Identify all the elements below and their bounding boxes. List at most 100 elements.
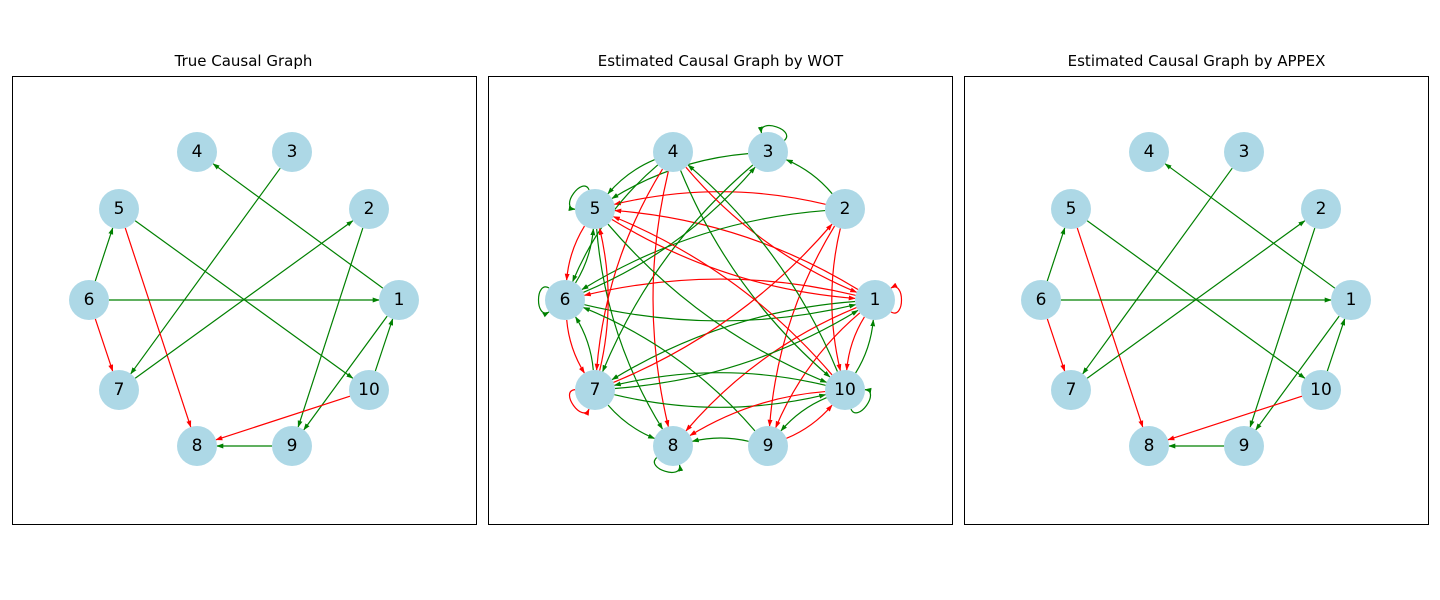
node-9: 9 [748, 426, 788, 466]
edge-7-to-2 [134, 220, 354, 379]
node-circle [1224, 426, 1264, 466]
node-7: 7 [575, 370, 615, 410]
node-4: 4 [177, 132, 217, 172]
node-circle [349, 189, 389, 229]
edge-10-to-8 [1167, 395, 1303, 441]
edge-5-to-8 [1076, 227, 1144, 428]
edge-10-to-8 [689, 390, 826, 437]
edge-layer [94, 163, 394, 449]
node-label: 2 [840, 199, 851, 219]
node-label: 6 [560, 290, 571, 310]
panel-title-wot: Estimated Causal Graph by WOT [597, 52, 844, 70]
node-5: 5 [99, 189, 139, 229]
edge-1-to-9 [775, 312, 861, 429]
node-circle [748, 132, 788, 172]
edge-5-to-6 [564, 225, 585, 281]
edge-10-to-5 [612, 216, 833, 376]
node-label: 10 [358, 380, 380, 400]
node-label: 9 [763, 436, 774, 456]
node-circle [349, 370, 389, 410]
node-label: 5 [590, 199, 601, 219]
edge-1-to-7 [611, 300, 856, 381]
edge-6-to-5 [575, 228, 596, 284]
node-3: 3 [272, 132, 312, 172]
edge-5-to-1 [611, 218, 856, 301]
node-circle [379, 280, 419, 320]
node-label: 8 [668, 436, 679, 456]
node-10: 10 [349, 370, 389, 410]
node-9: 9 [272, 426, 312, 466]
node-circle [1301, 189, 1341, 229]
node-label: 7 [114, 380, 125, 400]
node-2: 2 [349, 189, 389, 229]
node-4: 4 [1129, 132, 1169, 172]
node-label: 6 [84, 290, 95, 310]
node-3: 3 [1224, 132, 1264, 172]
node-1: 1 [855, 280, 895, 320]
edge-6-to-7 [94, 318, 114, 372]
node-circle [1129, 426, 1169, 466]
edge-7-to-2 [613, 223, 833, 383]
node-1: 1 [1331, 280, 1371, 320]
edge-6-to-5 [1046, 227, 1066, 282]
edge-10-to-1 [374, 318, 394, 372]
node-circle [272, 426, 312, 466]
node-8: 8 [653, 426, 693, 466]
edge-8-to-8 [653, 457, 684, 474]
edge-10-to-8 [215, 395, 351, 441]
edge-layer [538, 124, 902, 474]
node-circle [1021, 280, 1061, 320]
panel-wot-causal-graph: 1 2 3 4 5 6 7 8 9 10 [488, 76, 953, 525]
panel-frame [488, 76, 953, 525]
node-label: 5 [1066, 199, 1077, 219]
edge-4-to-1 [685, 166, 858, 293]
node-label: 1 [870, 290, 881, 310]
node-8: 8 [1129, 426, 1169, 466]
node-10: 10 [1301, 370, 1341, 410]
node-label: 6 [1036, 290, 1047, 310]
node-label: 2 [364, 199, 375, 219]
panel-frame [964, 76, 1429, 525]
node-8: 8 [177, 426, 217, 466]
panel-frame [12, 76, 477, 525]
node-circle [575, 189, 615, 229]
edge-6-to-7 [566, 319, 585, 374]
node-5: 5 [575, 189, 615, 229]
edge-7-to-7 [568, 389, 590, 416]
edge-10-to-7 [613, 372, 826, 387]
node-circle [99, 370, 139, 410]
node-4: 4 [653, 132, 693, 172]
node-circle [748, 426, 788, 466]
edge-3-to-3 [757, 124, 788, 141]
node-label: 10 [834, 380, 856, 400]
edge-7-to-6 [575, 316, 594, 371]
node-circle [177, 426, 217, 466]
edge-2-to-5 [613, 191, 826, 206]
edge-9-to-8 [691, 437, 749, 443]
node-label: 3 [1239, 142, 1250, 162]
edge-4-to-7 [594, 168, 664, 371]
node-circle [272, 132, 312, 172]
node-3: 3 [748, 132, 788, 172]
edge-10-to-1 [855, 319, 876, 374]
edge-10-to-10 [850, 387, 872, 414]
edge-7-to-5 [598, 227, 609, 371]
node-circle [825, 189, 865, 229]
edge-5-to-8 [596, 228, 663, 430]
node-circle [575, 370, 615, 410]
node-circle [1331, 280, 1371, 320]
edge-5-to-5 [568, 185, 590, 212]
edge-5-to-8 [124, 227, 192, 428]
panel-title-appex: Estimated Causal Graph by APPEX [1067, 52, 1326, 70]
edge-7-to-10 [614, 393, 827, 408]
node-circle [1051, 370, 1091, 410]
node-circle [1224, 132, 1264, 172]
node-label: 1 [394, 290, 405, 310]
node-label: 5 [114, 199, 125, 219]
edge-2-to-3 [785, 159, 833, 195]
node-label: 3 [763, 142, 774, 162]
edge-9-to-10 [786, 404, 833, 439]
node-6: 6 [69, 280, 109, 320]
